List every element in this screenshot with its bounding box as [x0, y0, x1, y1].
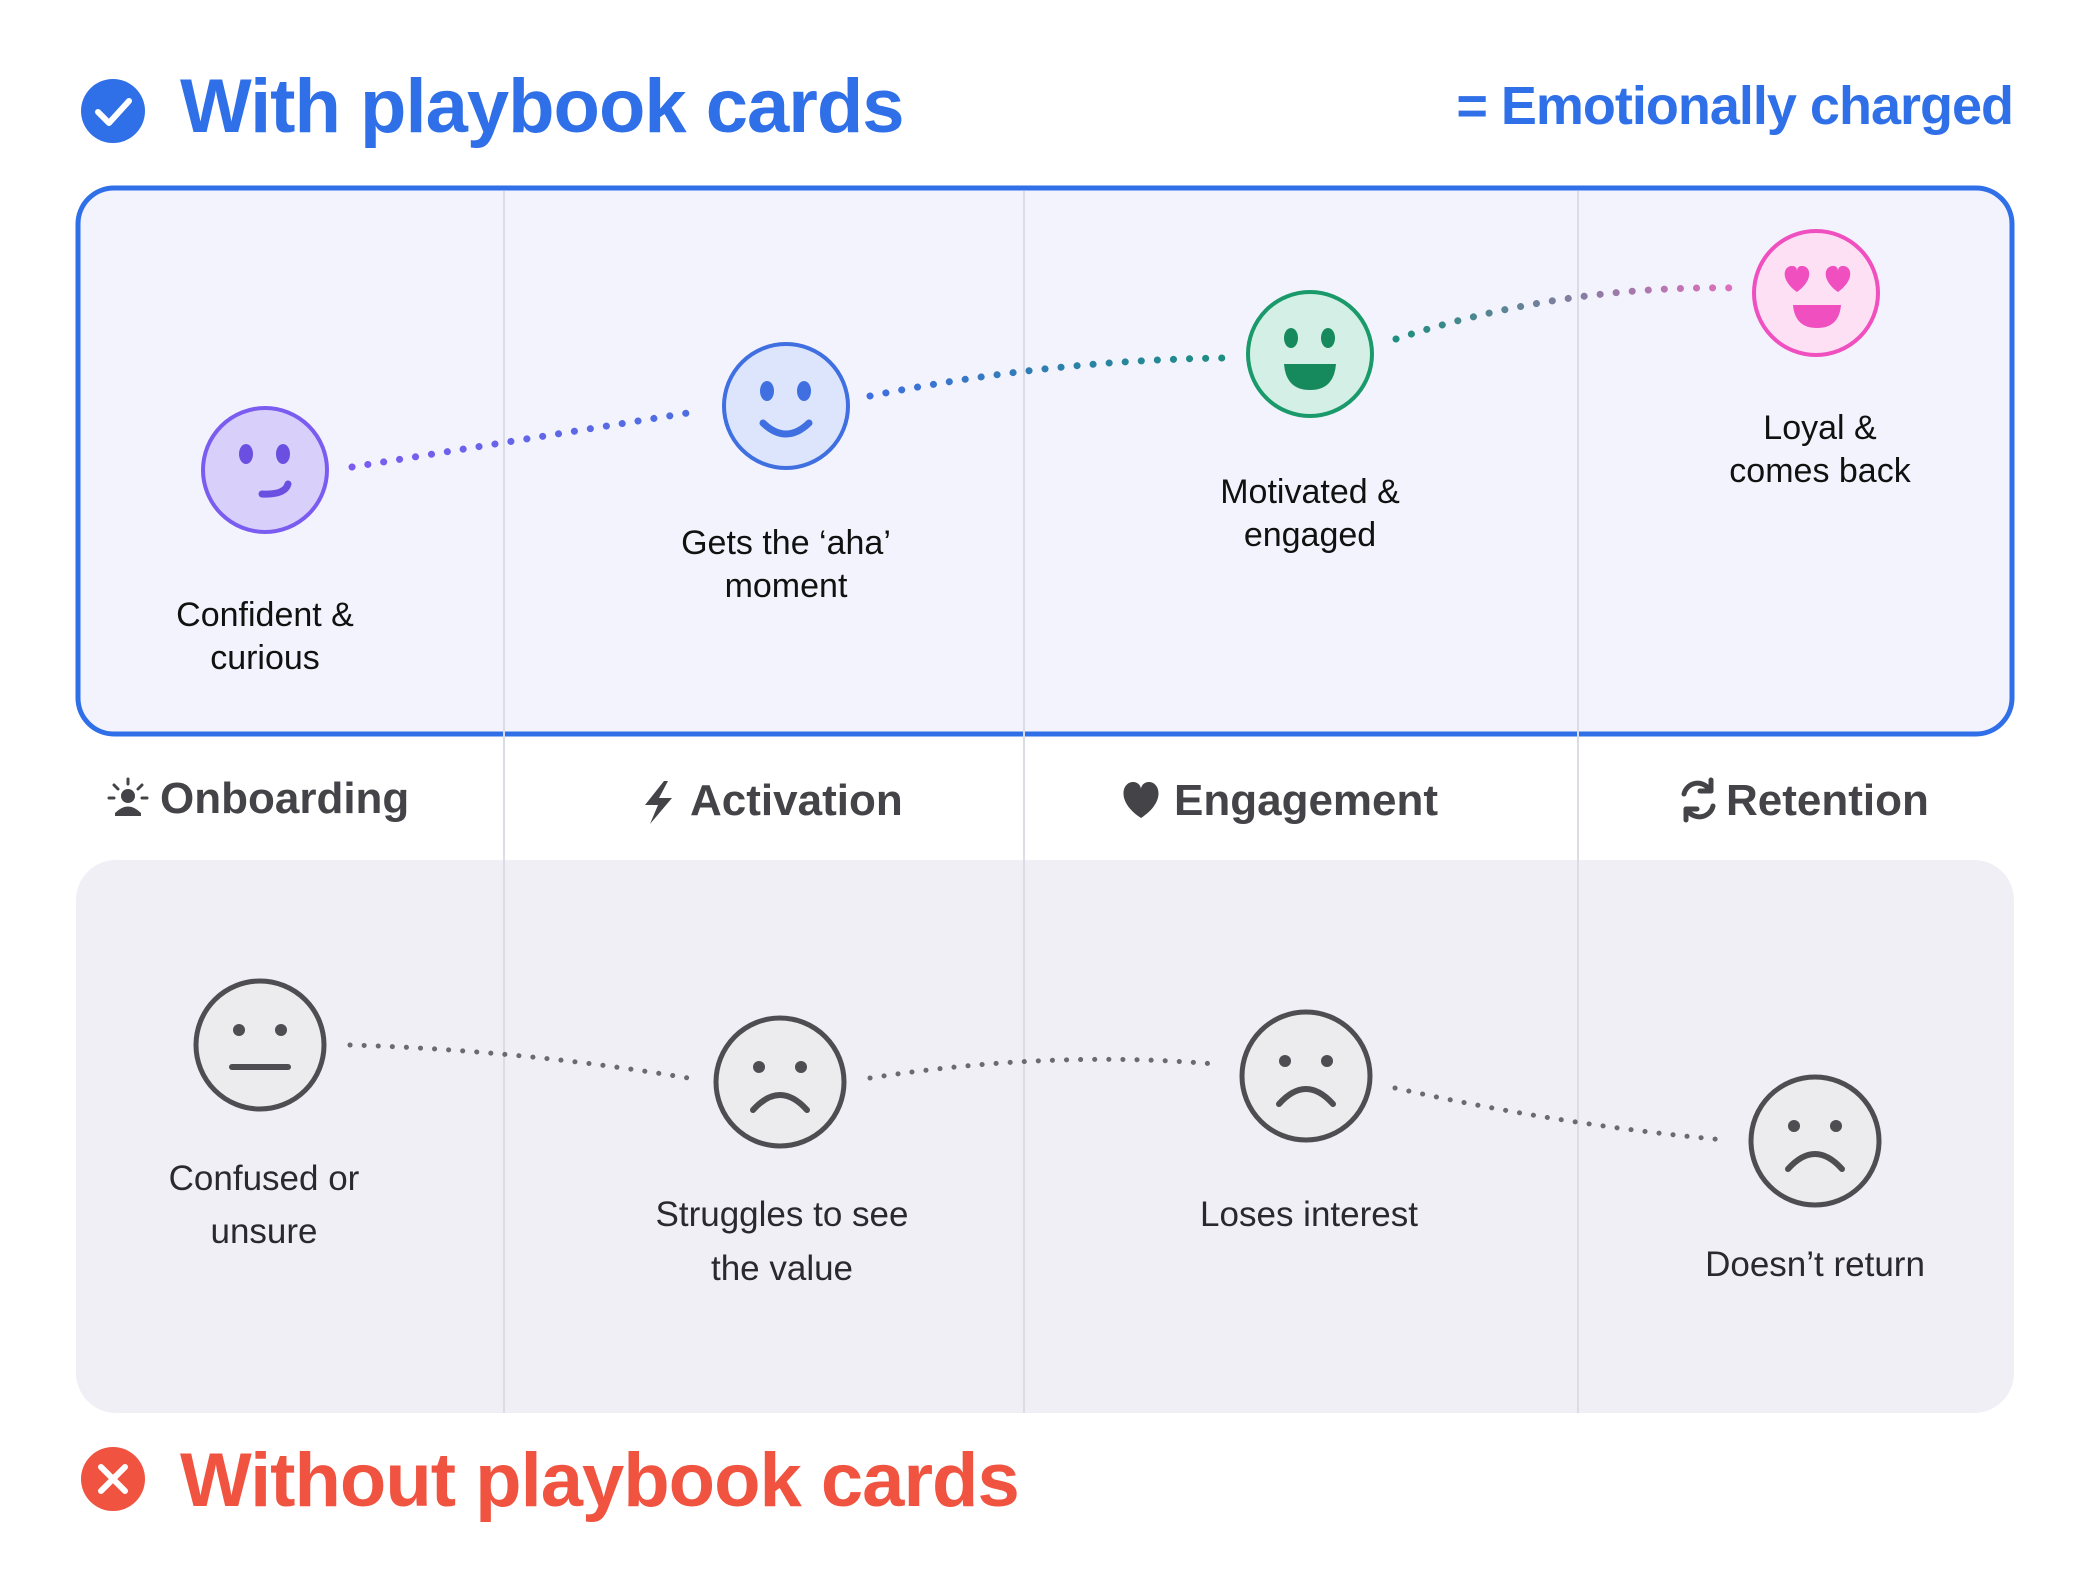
without-state-label-4a: Doesn’t return: [1705, 1245, 1925, 1284]
check-circle-icon: [81, 79, 145, 143]
without-labels: Confused or unsure Struggles to see the …: [169, 1159, 1925, 1288]
stage-onboarding: Onboarding: [160, 774, 409, 823]
with-state-label-1a: Confident &: [176, 596, 354, 634]
with-state-label-2b: moment: [725, 567, 848, 605]
with-state-label-1b: curious: [210, 639, 320, 677]
stage-activation: Activation: [690, 776, 903, 825]
neutral-face-icon: [193, 978, 327, 1112]
without-state-label-1b: unsure: [210, 1212, 317, 1251]
heart-eyes-face-icon: [1752, 229, 1880, 357]
with-labels: Confident & curious Gets the ‘aha’ momen…: [176, 409, 1912, 677]
legend-text: = Emotionally charged: [1456, 76, 2013, 136]
without-panel: [76, 860, 2014, 1413]
with-header: With playbook cards = Emotionally charge…: [81, 64, 2014, 149]
stage-engagement: Engagement: [1174, 776, 1438, 825]
smile-face-icon: [722, 342, 850, 470]
stage-row: Onboarding Activation Engagement Retenti…: [107, 774, 1929, 825]
without-state-label-3a: Loses interest: [1200, 1195, 1418, 1234]
smirk-face-icon: [201, 406, 329, 534]
with-connectors: [348, 284, 1739, 471]
frown-face-icon: [1748, 1074, 1882, 1208]
with-state-label-3a: Motivated &: [1220, 473, 1400, 511]
refresh-icon: [1681, 777, 1716, 823]
without-state-label-1a: Confused or: [169, 1159, 360, 1198]
grin-face-icon: [1246, 290, 1374, 418]
frown-face-icon: [1239, 1009, 1373, 1143]
stage-retention: Retention: [1726, 776, 1929, 825]
x-circle-icon: [81, 1447, 145, 1511]
with-state-label-4b: comes back: [1729, 452, 1911, 490]
with-state-label-3b: engaged: [1244, 516, 1376, 554]
frown-face-icon: [713, 1015, 847, 1149]
with-panel: [75, 185, 2015, 737]
without-connectors: [347, 1042, 1728, 1143]
without-header: Without playbook cards: [81, 1438, 1020, 1523]
without-title: Without playbook cards: [180, 1438, 1019, 1523]
lightning-icon: [645, 781, 672, 824]
without-state-label-2b: the value: [711, 1249, 853, 1288]
column-dividers: [503, 191, 1579, 1413]
with-state-label-4a: Loyal &: [1763, 409, 1877, 447]
heart-icon: [1123, 782, 1159, 818]
without-state-label-2a: Struggles to see: [656, 1195, 909, 1234]
sun-person-icon: [107, 777, 149, 816]
with-state-label-2a: Gets the ‘aha’: [681, 524, 891, 562]
with-title: With playbook cards: [180, 64, 904, 149]
